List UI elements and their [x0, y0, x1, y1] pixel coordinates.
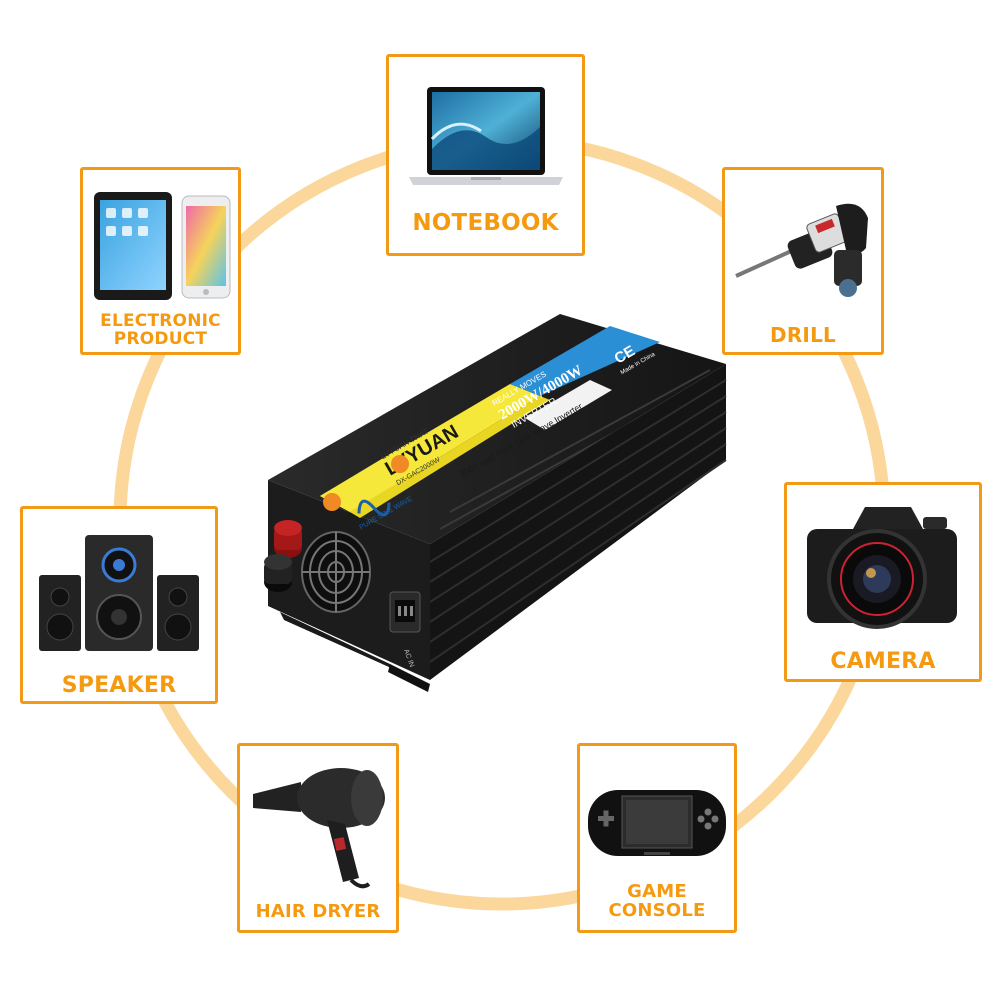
positive-terminal [274, 520, 302, 558]
speaker-icon [39, 535, 199, 651]
card-notebook: NOTEBOOK [386, 54, 585, 256]
label-hair-dryer: HAIR DRYER [255, 901, 381, 922]
label-line-2: PRODUCT [113, 328, 208, 349]
label-camera: CAMERA [830, 649, 936, 674]
hair-dryer-icon [253, 768, 385, 889]
card-drill: DRILL [722, 167, 884, 355]
power-icon [323, 493, 341, 511]
tablet-phone-icon [93, 192, 230, 300]
label-line-2: CONSOLE [608, 899, 706, 921]
laptop-icon [408, 87, 563, 185]
card-camera: CAMERA [784, 482, 982, 682]
ac-socket [389, 591, 421, 633]
camera-icon [807, 507, 957, 629]
card-game-console: GAME CONSOLE [577, 743, 737, 933]
status-icon [391, 455, 409, 473]
inverter-product: LVYUAN LVYUAN THAT DX-GAC2000W PURE SINE… [264, 314, 727, 692]
label-line-1: GAME [627, 881, 687, 902]
label-notebook: NOTEBOOK [412, 210, 559, 236]
label-drill: DRILL [770, 323, 836, 347]
card-hair-dryer: HAIR DRYER [237, 743, 399, 933]
card-speaker: SPEAKER [20, 506, 218, 704]
label-line-1: ELECTRONIC [100, 311, 221, 331]
game-console-icon [588, 790, 726, 856]
label-game-console: GAME CONSOLE [580, 881, 734, 921]
label-speaker: SPEAKER [61, 673, 177, 698]
fan-icon [301, 531, 371, 613]
card-electronic-product: ELECTRONIC PRODUCT [80, 167, 241, 355]
label-electronic-product: ELECTRONIC PRODUCT [83, 311, 238, 349]
negative-terminal [264, 554, 292, 592]
drill-icon [735, 203, 868, 297]
